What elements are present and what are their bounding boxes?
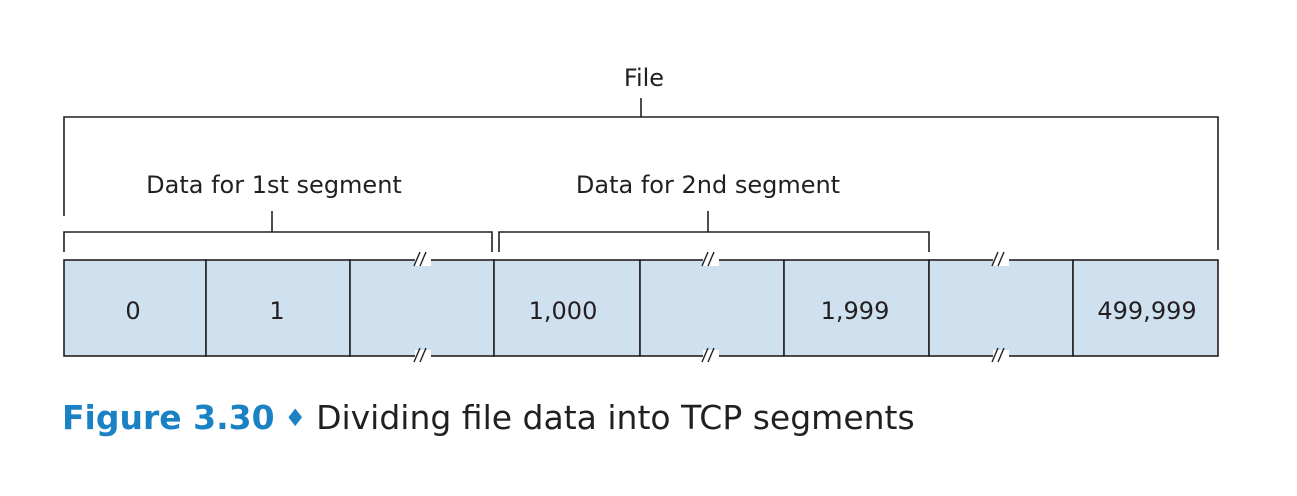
caption-text: Dividing file data into TCP segments <box>316 398 915 437</box>
figure-caption: Figure 3.30 ♦ Dividing file data into TCP … <box>62 398 915 437</box>
cell-label-0: 0 <box>125 297 140 325</box>
byte-cell-0 <box>63 259 207 357</box>
byte-cell-gap-2 <box>639 259 785 357</box>
file-label: File <box>624 64 664 92</box>
tcp-segment-diagram: File Data for 1st segment Data for 2nd s… <box>63 64 1219 363</box>
segment2-brace <box>498 211 930 252</box>
break-mark-1-top <box>413 251 431 267</box>
diamond-separator-icon: ♦ <box>284 404 307 432</box>
break-mark-2-top <box>701 251 719 267</box>
cell-label-1999: 1,999 <box>821 297 890 325</box>
cell-label-1000: 1,000 <box>529 297 598 325</box>
byte-cell-1000 <box>493 259 641 357</box>
byte-cell-1999 <box>783 259 930 357</box>
break-mark-3-bottom <box>991 347 1009 363</box>
byte-cell-gap-3 <box>928 259 1074 357</box>
break-mark-3-top <box>991 251 1009 267</box>
segment1-label: Data for 1st segment <box>146 171 402 199</box>
figure-number: Figure 3.30 <box>62 398 275 437</box>
byte-cell-1 <box>205 259 351 357</box>
segment2-label: Data for 2nd segment <box>576 171 840 199</box>
byte-cell-499999 <box>1072 259 1219 357</box>
file-brace <box>63 98 1219 250</box>
cell-label-499999: 499,999 <box>1097 297 1196 325</box>
byte-cell-gap-1 <box>349 259 495 357</box>
byte-cells <box>63 259 1219 357</box>
cell-label-1: 1 <box>269 297 284 325</box>
break-mark-2-bottom <box>701 347 719 363</box>
segment1-brace <box>63 211 493 252</box>
break-mark-1-bottom <box>413 347 431 363</box>
